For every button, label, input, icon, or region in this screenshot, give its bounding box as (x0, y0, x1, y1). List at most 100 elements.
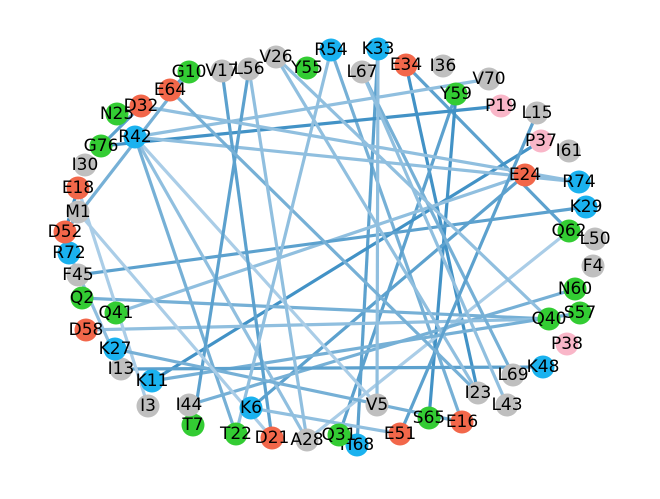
node-K27: K27 (99, 337, 131, 361)
node-circle-I36 (431, 54, 455, 78)
node-E34: E34 (390, 53, 422, 77)
node-F45: F45 (62, 263, 94, 287)
edge-Q40-Q2 (81, 296, 550, 321)
node-circle-K27 (103, 337, 127, 361)
node-K48: K48 (527, 355, 560, 379)
edge-K48-I13 (120, 365, 544, 371)
edge-K29-F45 (77, 205, 587, 277)
node-circle-Q41 (104, 301, 128, 325)
node-D58: D58 (69, 318, 103, 342)
node-circle-R54 (319, 38, 343, 62)
node-P38: P38 (551, 332, 583, 356)
node-I44: I44 (176, 393, 202, 417)
node-circle-M1 (66, 200, 90, 224)
node-label-E51: E51 (384, 424, 416, 444)
node-label-L67: L67 (346, 62, 377, 82)
node-E51: E51 (384, 422, 416, 446)
node-circle-K48 (531, 355, 555, 379)
node-circle-K11 (140, 369, 164, 393)
edge-V70-R42 (134, 77, 490, 139)
node-label-I61: I61 (556, 141, 583, 161)
node-A28: A28 (290, 428, 324, 452)
node-label-A28: A28 (290, 430, 323, 450)
node-N60: N60 (558, 277, 592, 301)
node-label-Y55: Y55 (290, 58, 323, 78)
node-circle-V70 (477, 67, 501, 91)
node-circle-P38 (555, 332, 579, 356)
node-label-E34: E34 (390, 55, 422, 75)
edge-T7-L56 (191, 68, 251, 426)
node-circle-Q40 (537, 307, 561, 331)
node-circle-K29 (574, 195, 598, 219)
node-label-Q31: Q31 (321, 425, 356, 445)
edge-A28-R42 (133, 136, 309, 441)
node-label-K48: K48 (527, 357, 560, 377)
node-label-L50: L50 (579, 229, 610, 249)
node-V17: V17 (205, 59, 239, 83)
node-circle-I30 (73, 153, 97, 177)
node-label-M1: M1 (65, 202, 90, 222)
edge-V5-K33 (375, 48, 380, 406)
node-label-P38: P38 (551, 334, 583, 354)
node-label-D32: D32 (124, 96, 159, 116)
node-label-N25: N25 (100, 104, 134, 124)
node-P19: P19 (485, 94, 517, 118)
node-circle-I3 (136, 394, 160, 418)
edge-L69-L67 (360, 71, 515, 376)
edge-R74-R42 (134, 135, 580, 184)
node-R54: R54 (314, 38, 348, 62)
node-circle-D21 (260, 426, 284, 450)
node-label-P37: P37 (525, 131, 557, 151)
node-label-I36: I36 (430, 56, 457, 76)
node-label-D52: D52 (48, 222, 83, 242)
node-label-I3: I3 (140, 396, 156, 416)
node-label-Y59: Y59 (439, 84, 472, 104)
node-circle-I44 (177, 393, 201, 417)
edge-D21-V17 (220, 70, 274, 439)
node-circle-R72 (57, 241, 81, 265)
edge-V26-Q40 (274, 55, 551, 321)
node-I36: I36 (430, 54, 457, 78)
node-label-E64: E64 (154, 80, 186, 100)
node-label-L56: L56 (233, 59, 264, 79)
node-circle-R42 (123, 125, 147, 149)
node-circle-F4 (581, 254, 605, 278)
node-T22: T22 (219, 422, 252, 446)
node-circle-P37 (529, 129, 553, 153)
node-label-N60: N60 (558, 279, 592, 299)
node-label-Q62: Q62 (551, 221, 586, 241)
node-label-D21: D21 (255, 428, 290, 448)
node-circle-T22 (224, 422, 248, 446)
node-label-V5: V5 (366, 395, 388, 415)
node-D52: D52 (48, 220, 83, 244)
node-circle-Q31 (327, 423, 351, 447)
node-L69: L69 (497, 363, 529, 387)
node-label-R74: R74 (562, 172, 595, 192)
node-D21: D21 (255, 426, 290, 450)
node-label-K33: K33 (362, 39, 395, 59)
node-label-Q41: Q41 (98, 303, 133, 323)
node-L67: L67 (346, 60, 378, 84)
edge-V5-R42 (133, 135, 379, 407)
edge-T22-R42 (133, 136, 238, 435)
edge-E51-L15 (398, 112, 539, 435)
node-K29: K29 (570, 195, 602, 219)
node-label-L69: L69 (497, 365, 528, 385)
node-circle-E18 (66, 176, 90, 200)
node-circle-I23 (466, 381, 490, 405)
node-L50: L50 (579, 227, 611, 251)
node-circle-E34 (394, 53, 418, 77)
node-Q62: Q62 (551, 219, 587, 243)
node-circle-I61 (557, 139, 581, 163)
node-S57: S57 (564, 301, 596, 325)
node-circle-H68 (345, 433, 369, 457)
node-label-R54: R54 (314, 40, 347, 60)
node-label-S57: S57 (564, 303, 596, 323)
edge-D32-R74 (140, 104, 580, 184)
node-circle-D52 (53, 220, 77, 244)
edge-K27-E16 (114, 347, 463, 424)
node-V5: V5 (365, 393, 389, 417)
node-K33: K33 (362, 37, 395, 61)
